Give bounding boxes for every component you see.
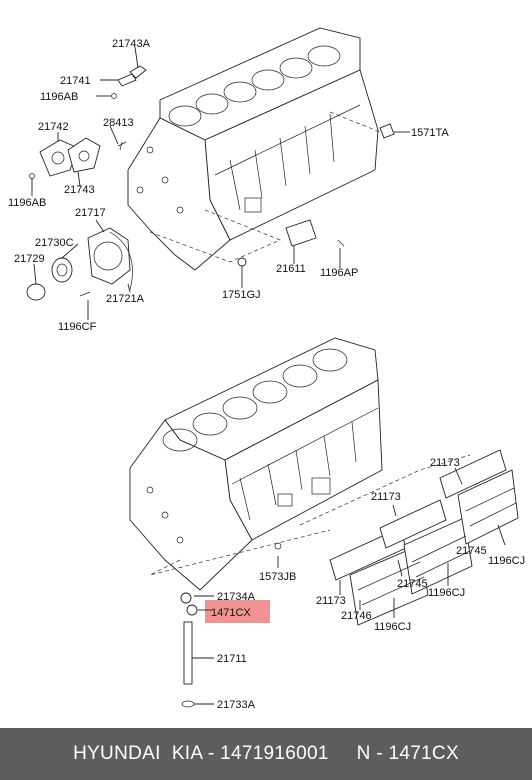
label-21733a: 21733A bbox=[217, 699, 256, 711]
label-21730c: 21730C bbox=[35, 237, 74, 249]
label-1573jb: 1573JB bbox=[259, 571, 296, 583]
label-21173-b: 21173 bbox=[371, 491, 401, 503]
label-21741: 21741 bbox=[60, 75, 91, 87]
label-21746: 21746 bbox=[341, 610, 372, 622]
label-21745-b: 21745 bbox=[397, 578, 428, 590]
label-1196ab-top: 1196AB bbox=[40, 91, 78, 103]
label-21717: 21717 bbox=[75, 207, 106, 219]
oil-pipe-parts bbox=[180, 542, 282, 708]
label-1196cj-b: 1196CJ bbox=[428, 587, 465, 599]
label-21611: 21611 bbox=[276, 263, 306, 275]
highlight-box bbox=[205, 600, 270, 623]
label-21173-c: 21173 bbox=[316, 595, 346, 607]
label-21742: 21742 bbox=[38, 121, 69, 133]
label-21743a: 21743A bbox=[112, 38, 151, 50]
side-cover-set bbox=[329, 449, 519, 626]
label-21721a: 21721A bbox=[106, 293, 145, 305]
label-21745-a: 21745 bbox=[456, 545, 487, 557]
label-1196cf: 1196CF bbox=[58, 321, 97, 333]
footer-bar: HYUNDAI KIA - 1471916001 N - 1471CX bbox=[0, 728, 532, 780]
lower-engine-block bbox=[129, 337, 383, 591]
part-labels: 21743A 21741 1196AB 21742 28413 1571TA 2… bbox=[8, 38, 525, 711]
label-1471cx: 1471CX bbox=[211, 607, 251, 619]
leader-lines bbox=[31, 46, 506, 705]
label-21734a: 21734A bbox=[217, 591, 256, 603]
parts-diagram: 21743A 21741 1196AB 21742 28413 1571TA 2… bbox=[8, 27, 525, 711]
label-1196cj-c: 1196CJ bbox=[374, 621, 411, 633]
label-1196ab-left: 1196AB bbox=[8, 197, 46, 209]
label-21743: 21743 bbox=[64, 184, 95, 196]
label-1571ta: 1571TA bbox=[411, 127, 449, 139]
label-28413: 28413 bbox=[103, 117, 134, 129]
label-1196cj-a: 1196CJ bbox=[488, 555, 525, 567]
upper-small-parts bbox=[26, 65, 395, 301]
label-21711: 21711 bbox=[217, 653, 247, 665]
label-1196ap: 1196AP bbox=[320, 267, 358, 279]
label-21729: 21729 bbox=[14, 253, 45, 265]
footer-text: HYUNDAI KIA - 1471916001 N - 1471CX bbox=[73, 743, 459, 764]
label-1751gj: 1751GJ bbox=[222, 289, 261, 301]
label-21173-a: 21173 bbox=[430, 457, 460, 469]
upper-engine-block bbox=[127, 27, 379, 271]
